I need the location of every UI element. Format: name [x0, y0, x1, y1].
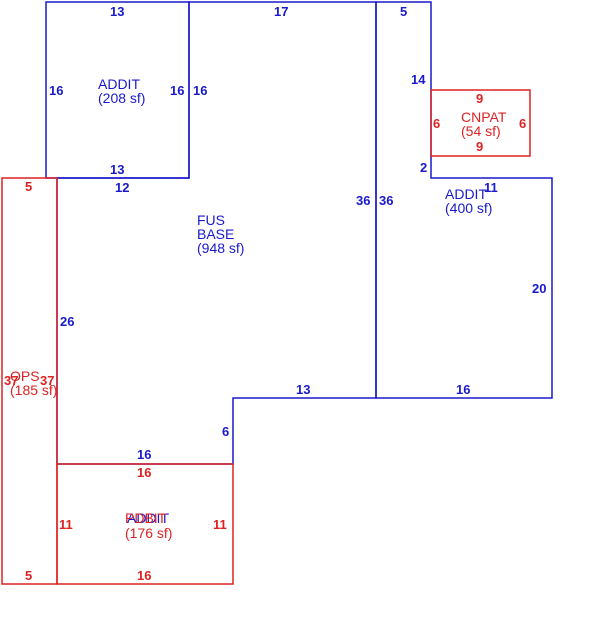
addit-top-name: ADDIT	[98, 76, 140, 92]
dim-right-small-step: 2	[420, 160, 427, 175]
dim-right-shelf: 11	[484, 180, 498, 195]
dim-ops-top: 5	[25, 179, 32, 194]
addit-bottom-name: ADDIT	[127, 510, 169, 526]
dim-bottom-bottom: 16	[137, 568, 151, 583]
addit-right-outline	[375, 1, 553, 399]
addit-right-name: ADDIT	[445, 186, 487, 202]
dim-addit-top-right-in: 16	[170, 83, 184, 98]
dim-addit-top-left: 16	[49, 83, 63, 98]
dim-fus-bottom: 16	[137, 447, 151, 462]
fus-base-name-2: BASE	[197, 226, 234, 242]
bottom-addition-outline	[56, 463, 234, 585]
dim-fus-step-bottom: 13	[296, 382, 310, 397]
dim-cnpat-top: 9	[476, 91, 483, 106]
dim-fus-top: 17	[274, 4, 288, 19]
dim-addit-top-right-out: 16	[193, 83, 207, 98]
ops-name: OPS	[10, 368, 40, 384]
addit-right-area: (400 sf)	[445, 200, 492, 216]
dim-fus-step-right: 6	[222, 424, 229, 439]
dim-ops-left: 37	[4, 373, 18, 388]
dim-right-upper-left: 14	[411, 72, 426, 87]
dim-right-right: 20	[532, 281, 546, 296]
dim-ops-right: 37	[40, 373, 54, 388]
dim-fus-left: 26	[60, 314, 74, 329]
dim-ops-bottom: 5	[25, 568, 32, 583]
cnpat-outline	[430, 89, 531, 157]
dim-right-top: 5	[400, 4, 407, 19]
dim-cnpat-right: 6	[519, 116, 526, 131]
dim-right-bottom: 16	[456, 382, 470, 397]
fus-base-name-1: FUS	[197, 212, 225, 228]
cnpat-name: CNPAT	[461, 109, 507, 125]
addit-top-area: (208 sf)	[98, 90, 145, 106]
dim-bottom-left: 11	[59, 517, 73, 532]
dim-fus-right-out: 36	[379, 193, 393, 208]
dim-bottom-top: 16	[137, 465, 151, 480]
dim-fus-right-in: 36	[356, 193, 370, 208]
ops-area: (185 sf)	[10, 382, 57, 398]
dim-bottom-right: 11	[213, 517, 227, 532]
dim-fus-top-left: 12	[115, 180, 129, 195]
ops-outline	[1, 177, 58, 585]
dim-cnpat-bottom: 9	[476, 139, 483, 154]
dim-addit-top-top: 13	[110, 4, 124, 19]
fus-base-area: (948 sf)	[197, 240, 244, 256]
pdbit-bottom-area: (176 sf)	[125, 525, 172, 541]
pdbit-bottom-name: PDBIT	[125, 510, 167, 526]
dim-addit-top-bottom: 13	[110, 162, 124, 177]
cnpat-area: (54 sf)	[461, 123, 501, 139]
dim-cnpat-left: 6	[433, 116, 440, 131]
